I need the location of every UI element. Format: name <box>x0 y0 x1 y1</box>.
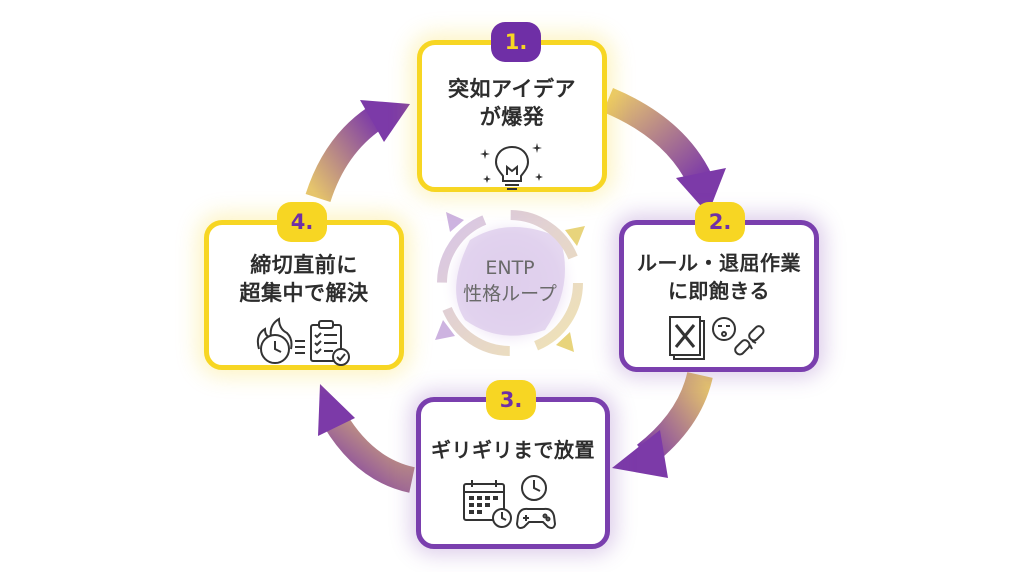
step-1-icon-group <box>477 139 547 191</box>
arrow-3-to-4 <box>318 384 416 493</box>
step-2-badge: 2. <box>695 202 745 242</box>
step-4-card: 締切直前に 超集中で解決 <box>204 220 404 370</box>
step-4-title: 締切直前に 超集中で解決 <box>239 253 369 305</box>
step-1-badge: 1. <box>491 22 541 62</box>
center-cycle-ring <box>435 210 585 356</box>
arrow-4-to-1 <box>305 100 410 203</box>
step-2-card: ルール・退屈作業 に即飽きる <box>619 220 819 372</box>
step-4-icon-group <box>249 315 359 367</box>
step-4-badge: 4. <box>277 202 327 242</box>
step-2-title: ルール・退屈作業 に即飽きる <box>637 251 801 303</box>
calendar-clock-gamepad-icon <box>463 475 557 529</box>
burning-clock-checklist-icon <box>256 317 350 366</box>
step-1-title: 突如アイデア が爆発 <box>448 77 576 129</box>
arrow-1-to-2 <box>602 88 726 214</box>
step-3-badge: 3. <box>486 380 536 420</box>
crossed-document-bored-face-broken-chain-icon <box>669 316 765 360</box>
arrow-2-to-3 <box>612 371 713 478</box>
step-3-card: ギリギリまで放置 <box>416 397 610 549</box>
step-3-icon-group <box>458 472 568 536</box>
center-label-line1: ENTP <box>485 257 535 279</box>
step-2-icon-group <box>664 313 774 365</box>
center-label-line2: 性格ループ <box>463 283 557 305</box>
step-3-title: ギリギリまで放置 <box>431 438 595 462</box>
lightbulb-sparkle-icon <box>480 143 543 190</box>
step-1-card: 突如アイデア が爆発 <box>417 40 607 192</box>
center-label: ENTP 性格ループ <box>440 255 580 307</box>
